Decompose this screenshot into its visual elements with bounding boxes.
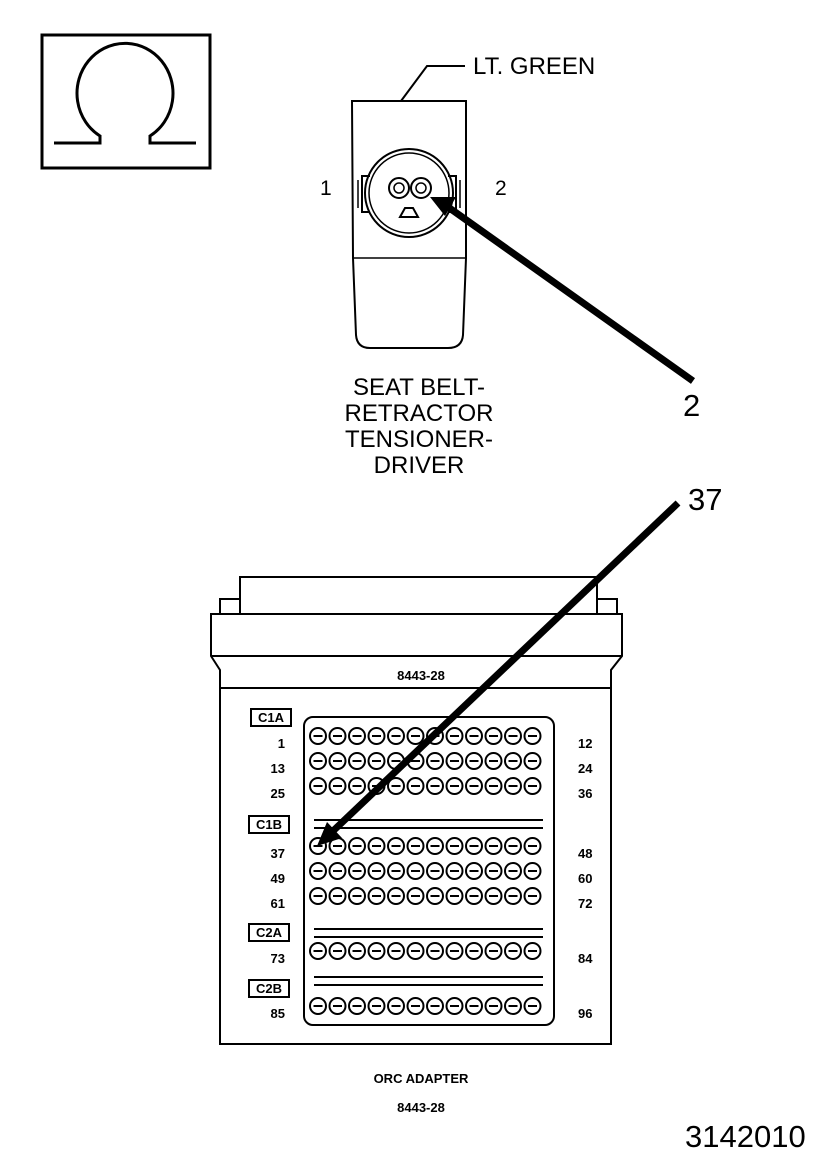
row-end-label: 48 xyxy=(578,846,592,861)
connector-pin-left-label: 1 xyxy=(320,177,332,200)
adapter-top-label: 8443-28 xyxy=(397,668,445,683)
callout-arrow-2 xyxy=(430,197,696,384)
svg-text:C1A: C1A xyxy=(258,710,285,725)
orc-adapter xyxy=(210,576,623,1045)
adapter-pin-grid xyxy=(309,727,542,1015)
row-start-label: 49 xyxy=(271,871,285,886)
connector-cavity-1 xyxy=(388,177,410,199)
row-start-label: 13 xyxy=(271,761,285,776)
connector-title-line-3: TENSIONER- xyxy=(345,426,493,453)
connector-title-line-2: RETRACTOR xyxy=(345,400,494,427)
group-label-c2a: C2A xyxy=(248,923,290,942)
group-label-c1a: C1A xyxy=(250,708,292,727)
row-end-label: 24 xyxy=(578,761,593,776)
svg-text:C2A: C2A xyxy=(256,925,283,940)
row-end-label: 36 xyxy=(578,786,592,801)
seat-belt-connector xyxy=(350,100,467,349)
callout-label-37: 37 xyxy=(688,482,722,517)
row-start-label: 61 xyxy=(271,896,285,911)
row-end-label: 96 xyxy=(578,1006,592,1021)
callout-arrow-37 xyxy=(317,500,681,846)
svg-text:C2B: C2B xyxy=(256,981,282,996)
adapter-caption-part: 8443-28 xyxy=(397,1100,445,1115)
row-start-label: 1 xyxy=(278,736,285,751)
row-start-label: 37 xyxy=(271,846,285,861)
callout-label-2: 2 xyxy=(683,388,700,423)
connector-title-line-4: DRIVER xyxy=(374,452,465,479)
ohm-symbol-icon xyxy=(40,33,212,170)
row-end-label: 84 xyxy=(578,951,593,966)
row-end-label: 60 xyxy=(578,871,592,886)
row-start-label: 73 xyxy=(271,951,285,966)
row-end-label: 72 xyxy=(578,896,592,911)
row-start-label: 85 xyxy=(271,1006,285,1021)
figure-id: 3142010 xyxy=(685,1119,806,1154)
group-label-c1b: C1B xyxy=(248,815,290,834)
connector-title-line-1: SEAT BELT- xyxy=(353,374,485,401)
group-label-c2b: C2B xyxy=(248,979,290,998)
wire-color-label: LT. GREEN xyxy=(473,53,595,80)
connector-pin-right-label: 2 xyxy=(495,177,507,200)
row-start-label: 25 xyxy=(271,786,285,801)
wire-color-leader xyxy=(400,65,465,102)
row-end-label: 12 xyxy=(578,736,592,751)
svg-text:C1B: C1B xyxy=(256,817,282,832)
adapter-caption-name: ORC ADAPTER xyxy=(374,1071,469,1086)
connector-cavity-2 xyxy=(410,177,432,199)
connector-title: SEAT BELT- RETRACTOR TENSIONER- DRIVER xyxy=(345,374,494,479)
